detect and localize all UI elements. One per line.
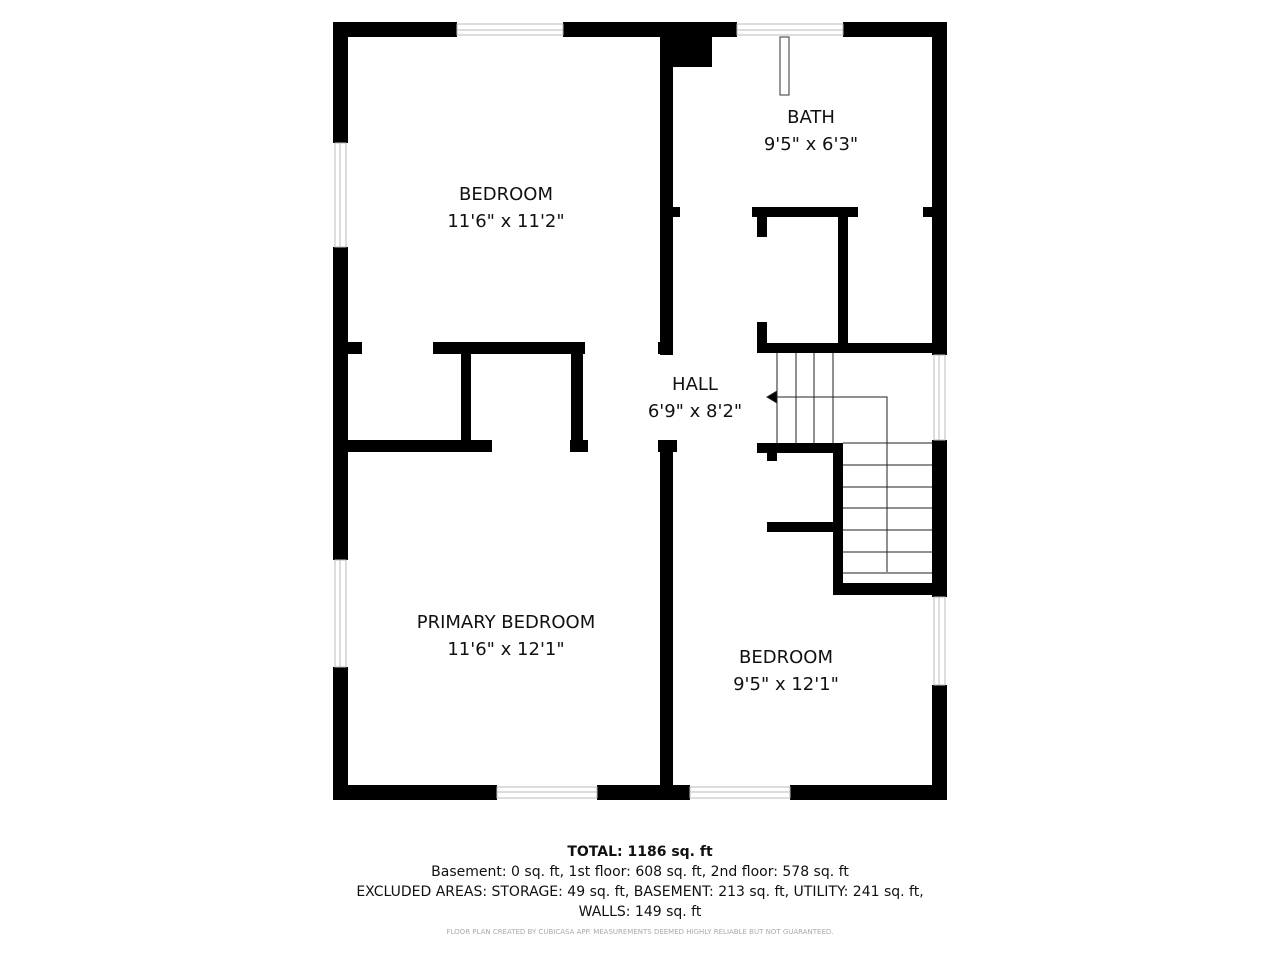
- room-name: HALL: [672, 374, 718, 395]
- room-name: BEDROOM: [739, 647, 833, 668]
- windows: [334, 23, 946, 799]
- walls: [333, 22, 947, 800]
- room-dimensions: 11'6" x 12'1": [447, 639, 564, 660]
- room-name: BATH: [787, 107, 835, 128]
- disclaimer: FLOOR PLAN CREATED BY CUBICASA APP. MEAS…: [446, 928, 834, 936]
- room-dimensions: 9'5" x 6'3": [764, 134, 858, 155]
- walls-area: WALLS: 149 sq. ft: [578, 904, 702, 920]
- stairs: [766, 353, 932, 574]
- room-name: PRIMARY BEDROOM: [417, 612, 596, 633]
- area-summary: TOTAL: 1186 sq. ft Basement: 0 sq. ft, 1…: [0, 842, 1280, 922]
- total-area: TOTAL: 1186 sq. ft: [567, 844, 713, 860]
- room-dimensions: 11'6" x 11'2": [447, 211, 564, 232]
- room-dimensions: 6'9" x 8'2": [648, 401, 742, 422]
- excluded-areas: EXCLUDED AREAS: STORAGE: 49 sq. ft, BASE…: [356, 884, 924, 900]
- room-dimensions: 9'5" x 12'1": [733, 674, 839, 695]
- floor-areas: Basement: 0 sq. ft, 1st floor: 608 sq. f…: [431, 864, 849, 880]
- room-name: BEDROOM: [459, 184, 553, 205]
